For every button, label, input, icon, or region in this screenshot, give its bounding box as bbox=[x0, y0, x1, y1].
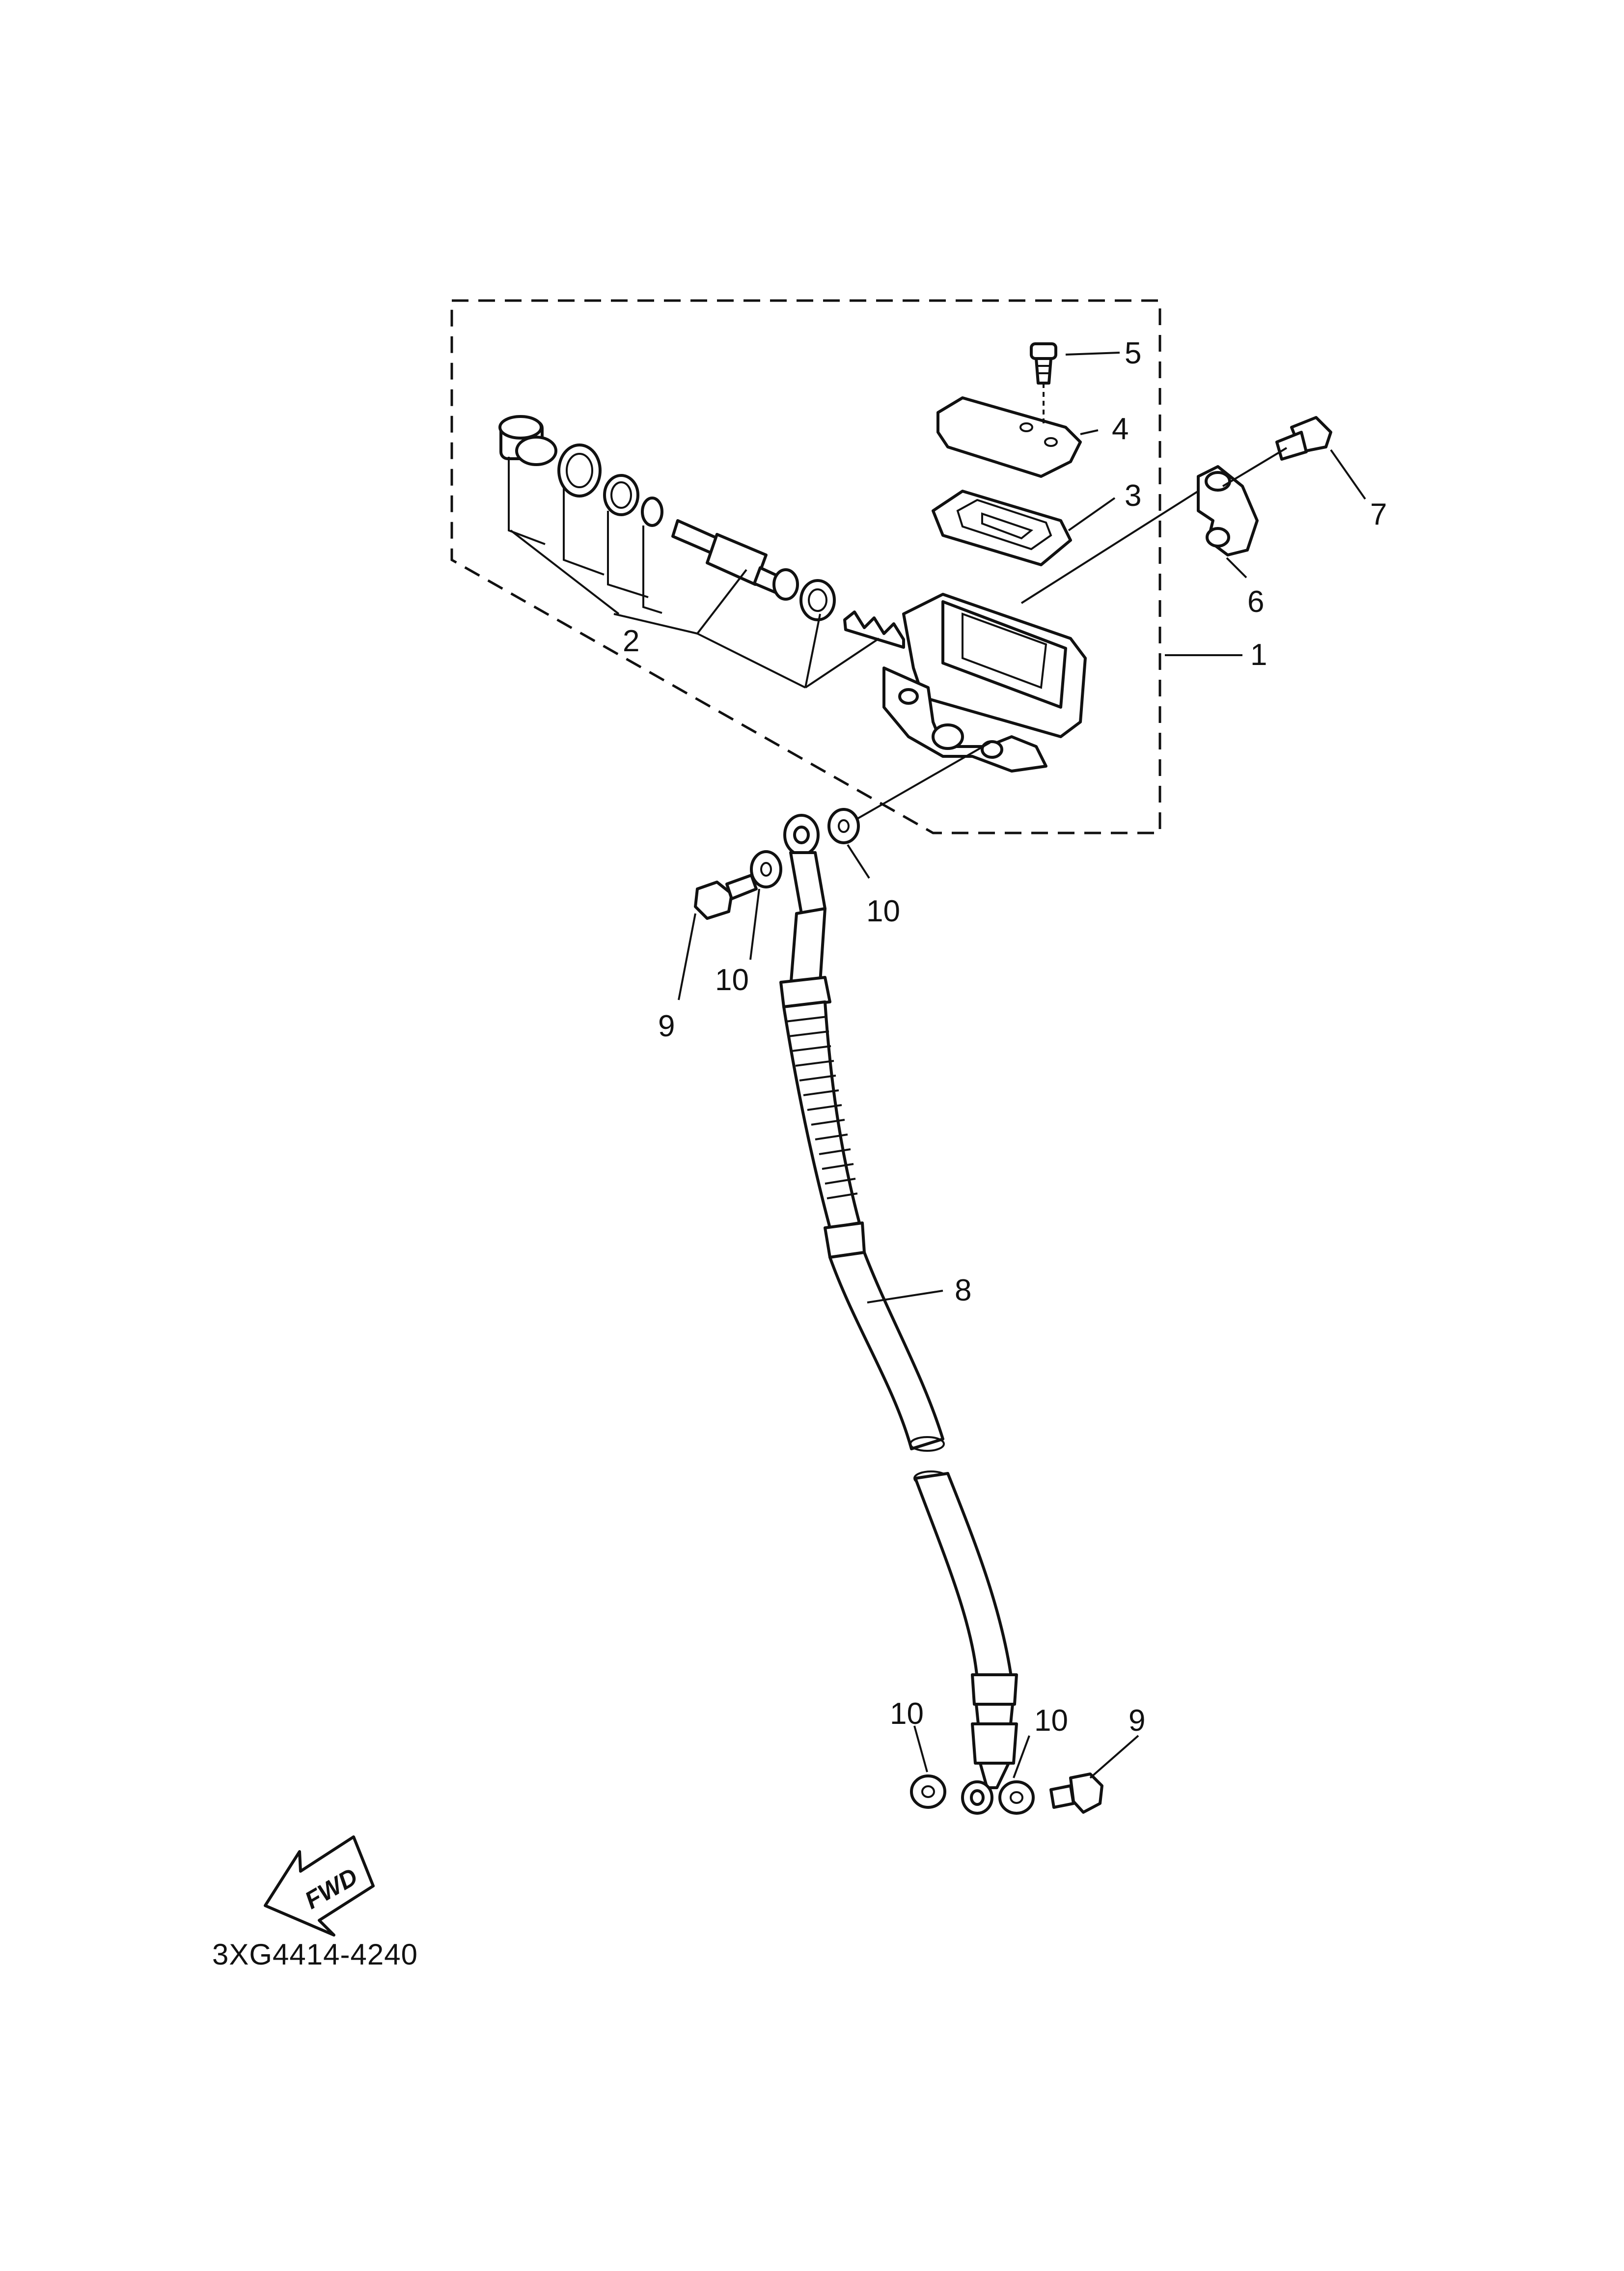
label-part-10-a: 10 bbox=[866, 894, 900, 928]
copper-washer-upper-a bbox=[750, 850, 782, 888]
piston-rod bbox=[671, 519, 799, 601]
circlip bbox=[557, 443, 602, 498]
copper-washer-lower-b bbox=[998, 1780, 1035, 1815]
label-part-9-top: 9 bbox=[658, 1009, 675, 1043]
callout-leaders bbox=[678, 352, 1366, 1779]
piston-kit bbox=[498, 415, 905, 649]
label-part-7: 7 bbox=[1370, 498, 1387, 531]
brake-hose bbox=[779, 814, 1018, 1815]
label-part-3: 3 bbox=[1125, 479, 1141, 513]
copper-washer-upper-b bbox=[827, 808, 860, 844]
holder-bolt bbox=[1275, 416, 1332, 461]
holder-bracket bbox=[1197, 465, 1259, 556]
label-part-8: 8 bbox=[955, 1274, 971, 1307]
master-cylinder-body bbox=[882, 593, 1087, 773]
diaphragm bbox=[932, 490, 1072, 566]
o-ring bbox=[641, 497, 663, 527]
label-part-5: 5 bbox=[1125, 336, 1141, 370]
copper-washer-lower-a bbox=[910, 1774, 946, 1809]
label-part-9-bottom: 9 bbox=[1129, 1704, 1145, 1738]
union-bolt-lower bbox=[1049, 1772, 1103, 1814]
cup-seal bbox=[603, 474, 639, 516]
fwd-arrow-icon: FWD bbox=[264, 1835, 375, 1937]
label-part-1: 1 bbox=[1250, 638, 1267, 672]
spring bbox=[843, 610, 905, 649]
reservoir-cap bbox=[936, 396, 1082, 478]
label-part-2: 2 bbox=[623, 624, 639, 658]
label-part-10-b: 10 bbox=[715, 963, 749, 997]
diagram-code: 3XG4414-4240 bbox=[212, 1938, 418, 1971]
label-part-10-c: 10 bbox=[890, 1697, 924, 1731]
dust-boot bbox=[498, 415, 557, 466]
label-part-10-d: 10 bbox=[1034, 1704, 1068, 1738]
label-part-4: 4 bbox=[1112, 412, 1129, 446]
cap-screw bbox=[1030, 342, 1057, 427]
label-part-6: 6 bbox=[1247, 585, 1264, 619]
leader-lines-2 bbox=[508, 457, 880, 689]
assembly-boundary bbox=[450, 299, 1161, 834]
primary-cup bbox=[799, 579, 836, 621]
union-bolt-upper bbox=[694, 874, 758, 920]
